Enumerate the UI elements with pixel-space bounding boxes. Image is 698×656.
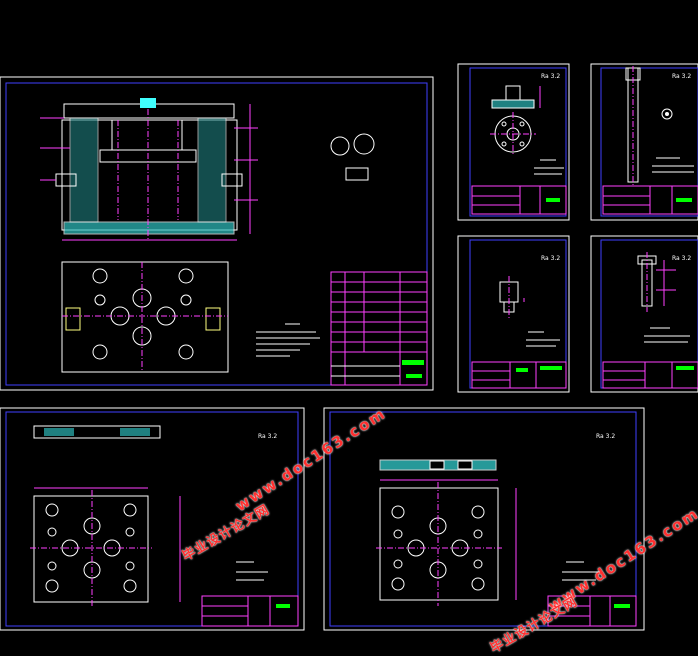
sheet-part-2	[457, 63, 570, 221]
sheet-plate-left	[0, 407, 305, 631]
sheet-assembly	[0, 76, 434, 391]
sheet-part-5	[590, 235, 698, 393]
roughness-mark: Ra 3.2	[672, 73, 691, 80]
sheet-part-3	[590, 63, 698, 221]
assembly-plan-view	[61, 261, 229, 373]
detail-view-ring	[330, 133, 375, 181]
roughness-mark: Ra 3.2	[541, 255, 560, 262]
roughness-mark: Ra 3.2	[541, 73, 560, 80]
sheet-part-4	[457, 235, 570, 393]
roughness-symbols: Ra 3.2 Ra 3.2 Ra 3.2 Ra 3.2 Ra 3.2 Ra 3.…	[258, 73, 691, 440]
assembly-section-view	[40, 98, 258, 241]
roughness-mark: Ra 3.2	[258, 433, 277, 440]
assembly-notes	[256, 323, 320, 357]
sheet-plate-right	[323, 407, 645, 631]
assembly-title-block	[330, 271, 428, 386]
roughness-mark: Ra 3.2	[596, 433, 615, 440]
roughness-mark: Ra 3.2	[672, 255, 691, 262]
